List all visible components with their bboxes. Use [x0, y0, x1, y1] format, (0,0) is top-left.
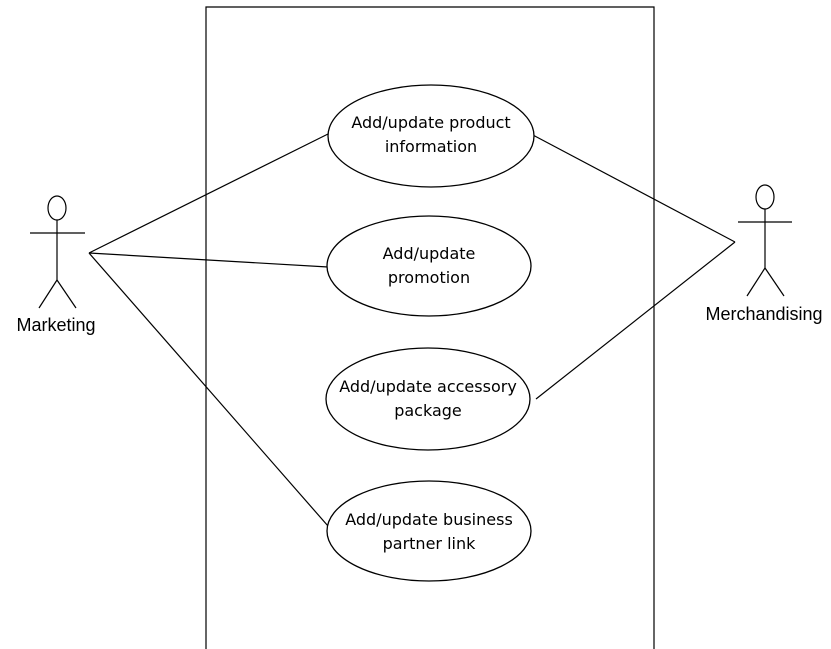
- actor-marketing: Marketing: [16, 195, 96, 335]
- association-marketing-partner-link: [88, 252, 336, 535]
- use-case-partner-link: Add/update business partner link: [326, 480, 532, 582]
- stick-figure-icon: [738, 184, 792, 297]
- association-merchandising-accessory: [535, 241, 736, 400]
- association-marketing-promotion: [88, 252, 329, 268]
- use-case-label-line1: Add/update: [383, 244, 476, 263]
- use-case-label-line1: Add/update accessory: [339, 377, 517, 396]
- actor-merchandising: Merchandising: [705, 184, 823, 324]
- actor-label: Merchandising: [705, 304, 822, 324]
- stick-figure-icon: [30, 195, 85, 309]
- use-case-accessory: Add/update accessory package: [325, 347, 531, 451]
- use-case-label-line2: package: [394, 401, 462, 420]
- use-case-label-line1: Add/update product: [351, 113, 510, 132]
- use-case-product-info: Add/update product information: [327, 84, 535, 188]
- association-marketing-product-info: [88, 132, 331, 254]
- use-case-ellipse: [326, 480, 532, 582]
- use-case-ellipse: [326, 215, 532, 317]
- system-boundary: [205, 6, 655, 649]
- use-case-label-line1: Add/update business: [345, 510, 513, 529]
- association-merchandising-product-info: [530, 133, 736, 243]
- use-case-label-line2: information: [385, 137, 477, 156]
- associations: [88, 132, 736, 535]
- use-case-promotion: Add/update promotion: [326, 215, 532, 317]
- use-case-label-line2: partner link: [383, 534, 476, 553]
- use-case-ellipse: [327, 84, 535, 188]
- actor-label: Marketing: [16, 315, 95, 335]
- use-case-ellipse: [325, 347, 531, 451]
- use-case-label-line2: promotion: [388, 268, 470, 287]
